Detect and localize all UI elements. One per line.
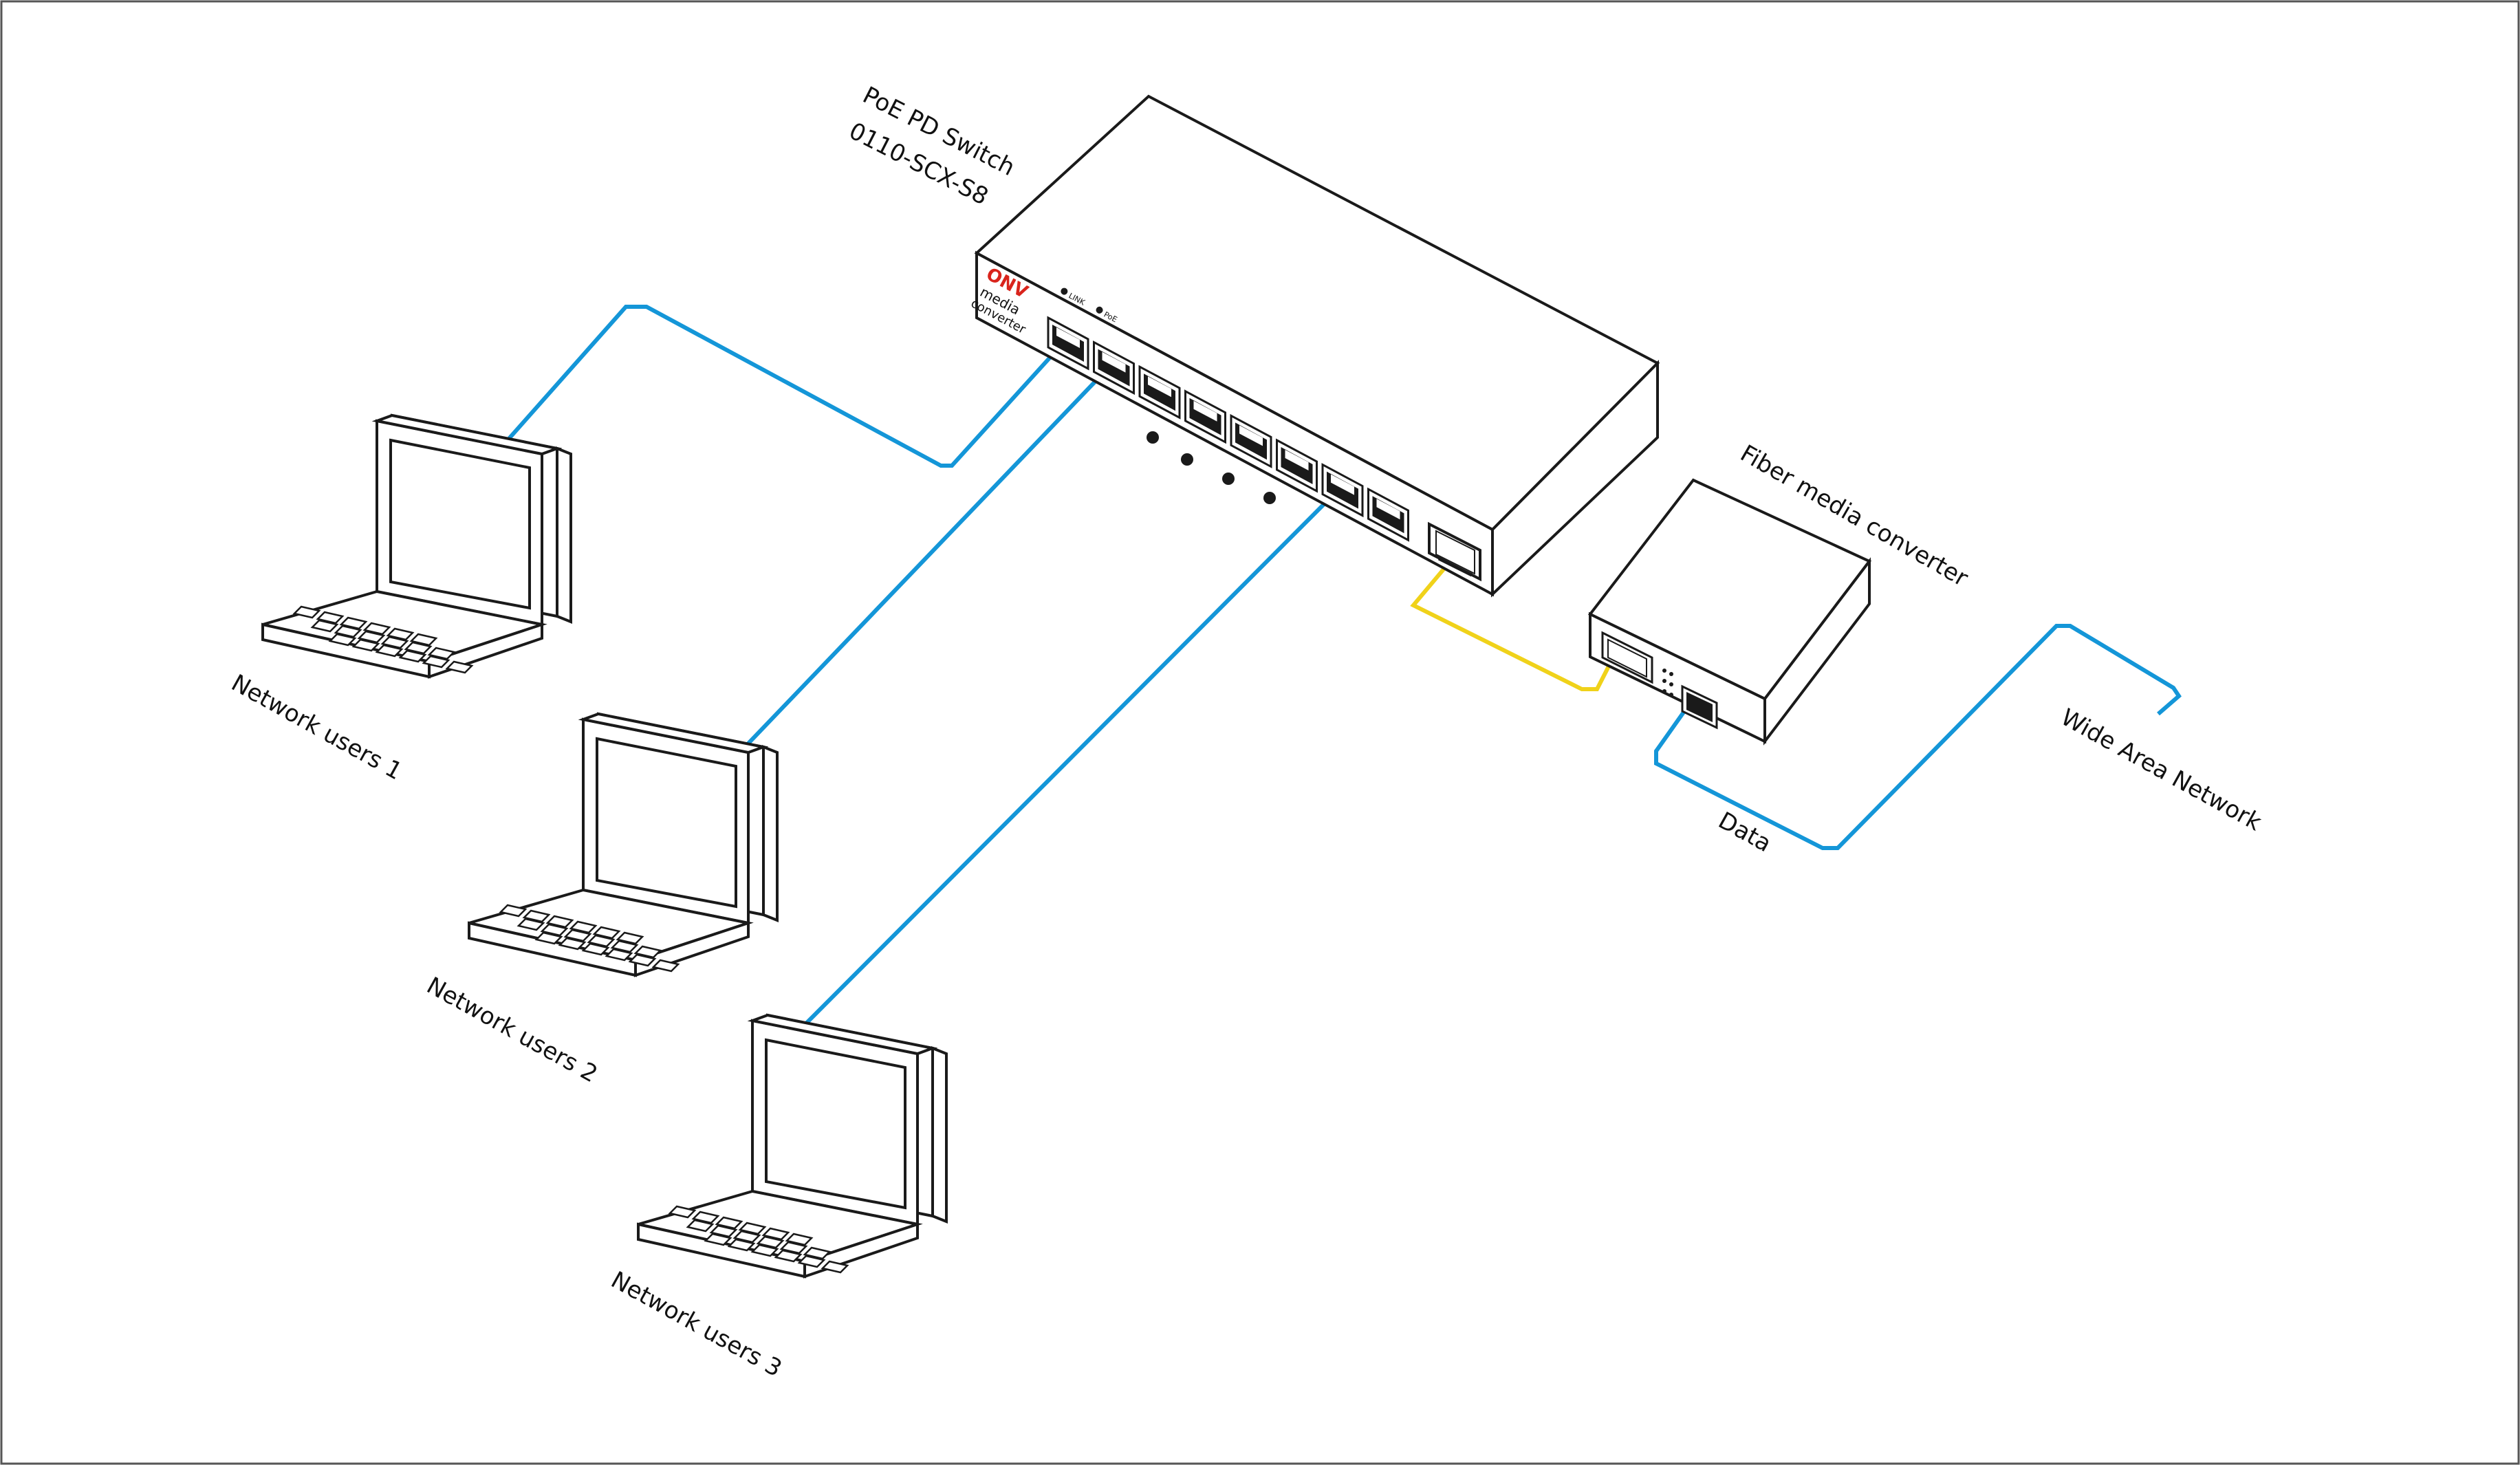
switch-rj45-port-3 <box>1138 365 1181 420</box>
laptop-group <box>261 413 948 1279</box>
laptop-user-2 <box>468 712 779 977</box>
user-1-label: Network users 1 <box>227 669 407 785</box>
ethernet-cable-user-1 <box>495 305 1061 468</box>
fiber-cable-switch-to-converter <box>1410 552 1616 691</box>
more-users-ellipsis <box>1147 431 1276 504</box>
laptop-user-1 <box>261 413 572 679</box>
ethernet-cable-user-3 <box>801 492 1336 1028</box>
switch-rj45-port-5 <box>1230 413 1272 468</box>
fiber-media-converter: Fiber media converter <box>1587 440 1973 746</box>
laptop-screen <box>389 438 531 610</box>
user-2-label: Network users 2 <box>422 972 602 1088</box>
switch-sfp-port <box>1428 521 1481 582</box>
switch-rj45-port-1 <box>1047 316 1089 371</box>
converter-front-face <box>1589 611 1766 744</box>
switch-port-group <box>1047 316 1409 542</box>
converter-fiber-port-inner <box>1607 638 1647 678</box>
laptop-user-3 <box>637 1013 948 1279</box>
switch-rj45-port-4 <box>1184 389 1226 444</box>
laptop-keyboard <box>499 904 680 973</box>
data-label: Data <box>1714 807 1776 858</box>
ethernet-cable-user-2 <box>728 361 1115 764</box>
wan-label: Wide Area Network <box>2056 704 2266 836</box>
laptop-screen <box>596 737 737 909</box>
switch-rj45-port-8 <box>1367 487 1409 542</box>
laptop-screen <box>765 1038 906 1210</box>
converter-rj45-port-inner <box>1686 692 1713 722</box>
poe-pd-switch: ONV media converter LINK PoE PoE PD Swit <box>845 81 1660 598</box>
switch-rj45-port-7 <box>1321 463 1364 518</box>
data-cable-converter <box>1654 624 2182 850</box>
switch-rj45-port-6 <box>1276 438 1318 493</box>
user-3-label: Network users 3 <box>607 1266 787 1382</box>
laptop-keyboard <box>292 605 474 674</box>
switch-rj45-port-2 <box>1093 340 1135 395</box>
laptop-keyboard <box>668 1205 849 1274</box>
converter-led-group <box>1662 669 1673 697</box>
led-poe-indicator <box>1096 306 1103 314</box>
led-link-indicator <box>1061 287 1068 295</box>
